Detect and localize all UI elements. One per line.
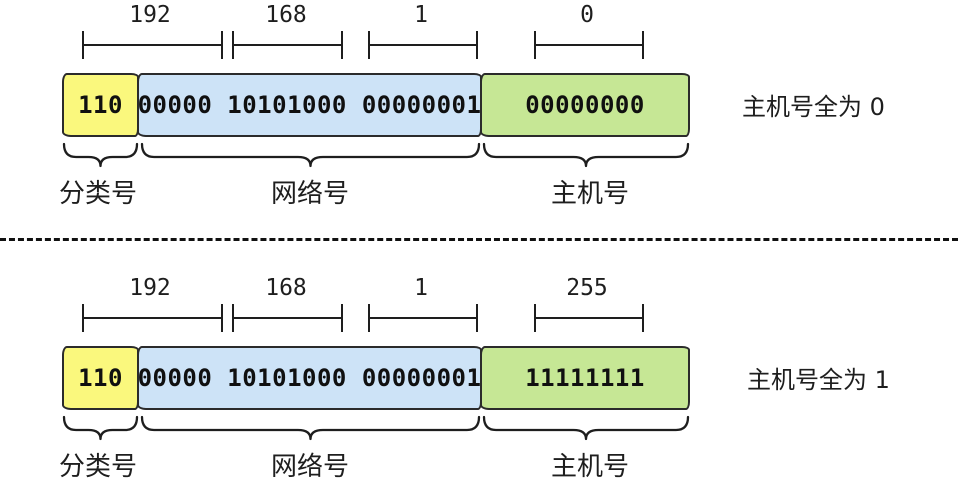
octet-ruler xyxy=(368,31,478,59)
class-number-label: 分类号 xyxy=(58,179,138,209)
address-diagram-all-zero-host: 192 168 1 0 110 00000 10101000 00000001 … xyxy=(0,0,963,212)
dashed-divider xyxy=(0,238,958,241)
host-number-label: 主机号 xyxy=(550,452,630,482)
host-underbrace xyxy=(482,142,690,168)
octet-ruler xyxy=(82,31,223,59)
network-underbrace xyxy=(140,415,481,441)
octet-ruler xyxy=(534,304,644,332)
network-underbrace xyxy=(140,142,481,168)
class-number-label: 分类号 xyxy=(58,452,138,482)
octet-ruler xyxy=(368,304,478,332)
octet-value-label: 168 xyxy=(265,2,307,28)
octet-value-label: 192 xyxy=(129,275,171,301)
class-bits-box: 110 xyxy=(62,73,139,137)
octet-value-label: 168 xyxy=(265,275,307,301)
network-number-label: 网络号 xyxy=(270,179,350,209)
host-bits-box: 00000000 xyxy=(480,73,690,137)
class-bits-box: 110 xyxy=(62,346,139,410)
octet-ruler xyxy=(232,304,343,332)
class-underbrace xyxy=(62,415,139,441)
octet-ruler xyxy=(82,304,223,332)
all-zero-host-note: 主机号全为 0 xyxy=(742,93,885,121)
network-bits-box: 00000 10101000 00000001 xyxy=(137,73,482,137)
network-number-label: 网络号 xyxy=(270,452,350,482)
octet-value-label: 1 xyxy=(414,275,428,301)
host-underbrace xyxy=(482,415,690,441)
octet-ruler xyxy=(232,31,343,59)
octet-value-label: 255 xyxy=(566,275,608,301)
octet-ruler xyxy=(534,31,644,59)
host-number-label: 主机号 xyxy=(550,179,630,209)
host-bits-box: 11111111 xyxy=(480,346,690,410)
network-bits-box: 00000 10101000 00000001 xyxy=(137,346,482,410)
octet-value-label: 1 xyxy=(414,2,428,28)
class-underbrace xyxy=(62,142,139,168)
all-one-host-note: 主机号全为 1 xyxy=(747,366,890,394)
address-diagram-all-one-host: 192 168 1 255 110 00000 10101000 0000000… xyxy=(0,273,963,485)
octet-value-label: 0 xyxy=(580,2,594,28)
octet-value-label: 192 xyxy=(129,2,171,28)
